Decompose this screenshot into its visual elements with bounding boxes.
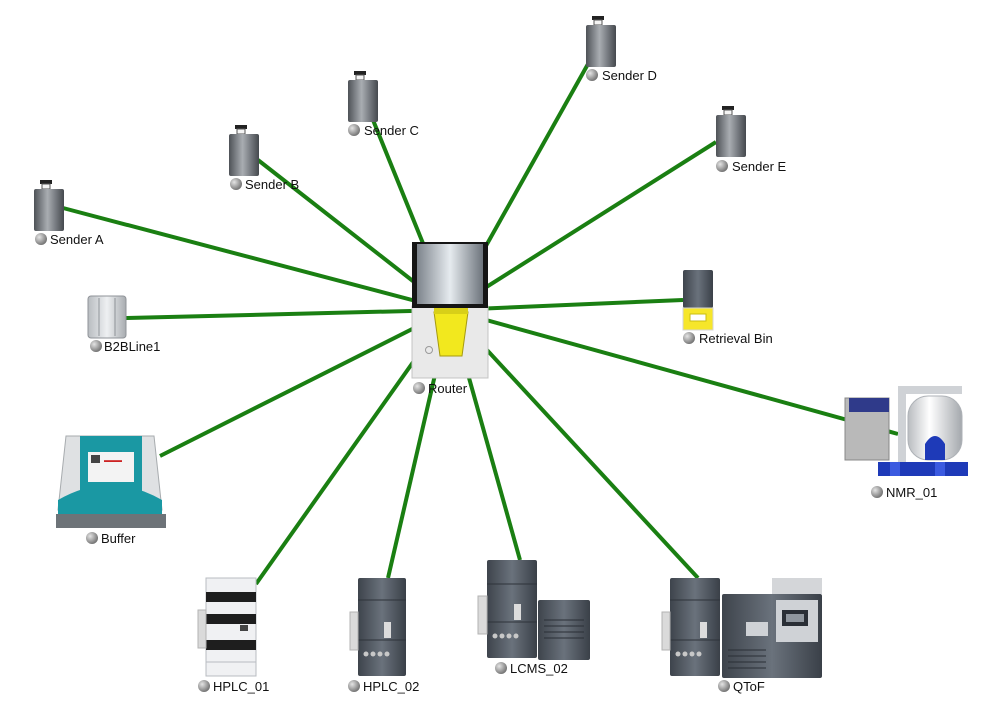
node-label-b2bline1: B2BLine1 <box>104 339 160 354</box>
link-retrieval-bin <box>449 298 684 312</box>
node-label-sender-e: Sender E <box>732 159 787 174</box>
status-dot <box>495 662 507 674</box>
node-label-hplc-01: HPLC_01 <box>213 679 269 694</box>
status-dot <box>90 340 102 352</box>
link-sender-a <box>62 206 451 312</box>
status-dot <box>716 160 728 172</box>
sender-d-node[interactable]: Sender D <box>586 16 657 83</box>
status-dot <box>86 532 98 544</box>
hplc-stack-icon <box>197 577 257 677</box>
node-label-lcms-02: LCMS_02 <box>510 661 568 676</box>
router-funnel <box>433 311 469 357</box>
lcms-02-node[interactable]: LCMS_02 <box>477 560 590 676</box>
router-node[interactable]: Router <box>411 242 489 396</box>
sender-e-node[interactable]: Sender E <box>716 106 787 174</box>
svg-text:▬▬▬: ▬▬▬ <box>104 458 122 464</box>
status-dot <box>35 233 47 245</box>
link-buffer <box>159 308 451 458</box>
sender-canister-icon <box>348 71 378 122</box>
link-sender-e <box>448 140 718 312</box>
node-label-sender-d: Sender D <box>602 68 657 83</box>
hplc-01-node[interactable]: HPLC_01 <box>197 577 269 694</box>
status-dot <box>348 124 360 136</box>
qtof-instrument-icon <box>661 578 822 678</box>
node-label-sender-a: Sender A <box>50 232 104 247</box>
router-icon <box>411 242 489 379</box>
nmr-01-node[interactable]: NMR_01 <box>844 386 968 500</box>
node-label-router: Router <box>428 381 468 396</box>
nmr-instrument-icon <box>844 386 968 476</box>
sender-b-node[interactable]: Sender B <box>229 125 299 192</box>
link-nmr-01 <box>449 308 899 436</box>
link-qtof <box>448 308 700 580</box>
b2bline1-node[interactable]: B2BLine1 <box>87 295 160 354</box>
sender-canister-icon <box>229 125 259 176</box>
qtof-node[interactable]: QToF <box>661 578 822 694</box>
status-dot <box>871 486 883 498</box>
node-label-hplc-02: HPLC_02 <box>363 679 419 694</box>
status-dot <box>683 332 695 344</box>
retrieval-bin-icon <box>682 270 714 331</box>
link-b2bline1 <box>125 308 451 320</box>
sender-c-node[interactable]: Sender C <box>348 71 419 138</box>
status-dot <box>230 178 242 190</box>
lcms-instrument-icon <box>477 560 590 660</box>
sender-canister-icon <box>34 180 64 231</box>
status-dot <box>586 69 598 81</box>
status-dot <box>718 680 730 692</box>
status-dot <box>348 680 360 692</box>
status-dot <box>198 680 210 692</box>
buffer-node[interactable]: ▬▬▬ Buffer <box>56 435 166 546</box>
buffer-station-icon: ▬▬▬ <box>56 435 166 528</box>
sender-canister-icon <box>716 106 746 157</box>
hplc-stack-icon <box>349 578 406 676</box>
node-label-qtof: QToF <box>733 679 765 694</box>
sender-canister-icon <box>586 16 616 67</box>
node-label-sender-b: Sender B <box>245 177 299 192</box>
node-label-sender-c: Sender C <box>364 123 419 138</box>
hplc-02-node[interactable]: HPLC_02 <box>348 578 419 694</box>
sender-a-node[interactable]: Sender A <box>34 180 104 247</box>
b2b-line-icon <box>87 295 127 339</box>
status-dot <box>413 382 425 394</box>
node-label-retrieval-bin: Retrieval Bin <box>699 331 773 346</box>
retrieval-bin-node[interactable]: Retrieval Bin <box>682 270 773 346</box>
node-label-buffer: Buffer <box>101 531 136 546</box>
node-label-nmr-01: NMR_01 <box>886 485 937 500</box>
